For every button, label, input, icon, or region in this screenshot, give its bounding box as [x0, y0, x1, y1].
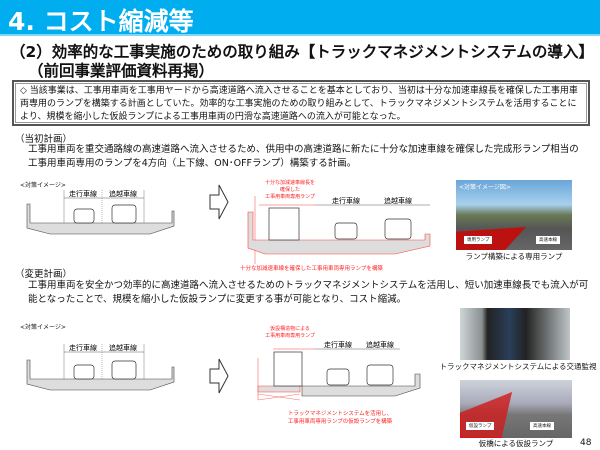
- initial-image-label: <対策イメージ>: [20, 182, 66, 189]
- initial-after-section: 走行車線 追越車線: [247, 196, 431, 264]
- lane-passing-label: 追越車線: [366, 340, 394, 349]
- photo-tag: 専用ランプ: [464, 236, 493, 244]
- initial-photo: <対策イメージ図> 専用ランプ 高速本線: [456, 180, 572, 250]
- page-title: 4. コスト縮減等: [8, 7, 194, 36]
- header-bar: 4. コスト縮減等: [0, 0, 600, 36]
- changed-photo1-caption: トラックマネジメントシステムによる交通監視: [439, 362, 597, 371]
- initial-text: 工事用車両を重交通路線の高速道路へ流入させるため、供用中の高速道路に新たに十分な…: [28, 144, 579, 169]
- photo-tag: 高速本線: [530, 422, 554, 430]
- lane-travel-label: 走行車線: [324, 340, 352, 349]
- lane-passing-label: 追越車線: [384, 196, 412, 205]
- arrow-right-icon: [209, 184, 229, 220]
- changed-photo2-caption: 仮橋による仮設ランプ: [478, 439, 554, 448]
- changed-before-section: 走行車線 追越車線: [26, 343, 175, 391]
- changed-ramp-note: トラックマネジメントシステムを活用し、工事用車両専用ランプの仮設ランプを構築: [287, 411, 393, 425]
- monitoring-photo: [460, 308, 570, 360]
- photo-title: <対策イメージ図>: [459, 184, 511, 191]
- subtitle-line2: （前回事業評価資料再掲）: [28, 62, 215, 80]
- subtitle-line1: （2）効率的な工事実施のための取り組み【トラックマネジメントシステムの導入】: [10, 43, 594, 61]
- lane-travel-label: 走行車線: [332, 196, 360, 205]
- arrow-right-icon: [209, 358, 229, 394]
- lane-travel-label: 走行車線: [69, 189, 97, 198]
- summary-box: ◇ 当該事業は、工事用車両を工事用ヤードから高速道路へ流入させることを基本として…: [12, 80, 590, 126]
- temporary-ramp-photo: 仮設ランプ 高速本線: [460, 380, 572, 438]
- page-number: 48: [580, 438, 592, 448]
- initial-before-section: 走行車線 追越車線: [26, 189, 175, 235]
- initial-ramp-note: 十分な加減速車線を確保した工事用車両専用ランプを構築: [240, 266, 383, 272]
- ramp-highlight: [460, 392, 512, 438]
- lane-passing-label: 追越車線: [109, 343, 137, 352]
- changed-after-section: 走行車線 追越車線: [257, 340, 421, 401]
- photo-tag: 仮設ランプ: [466, 422, 495, 430]
- changed-image-label: <対策イメージ>: [20, 324, 66, 331]
- changed-text: 工事用車両を安全かつ効率的に高速道路へ流入させるためのトラックマネジメントシステ…: [28, 280, 589, 305]
- changed-heading: （変更計画）: [15, 269, 73, 280]
- initial-photo-caption: ランプ構築による専用ランプ: [465, 252, 563, 261]
- changed-ramp-label: 仮設構造物による工事用車両専用ランプ: [265, 326, 315, 339]
- initial-heading: （当初計画）: [15, 134, 73, 145]
- lane-passing-label: 追越車線: [109, 189, 137, 198]
- initial-ramp-label: 十分な加減速車線長を確保した工事用車両専用ランプ: [264, 180, 315, 200]
- lane-travel-label: 走行車線: [69, 343, 97, 352]
- photo-tag: 高速本線: [536, 236, 560, 244]
